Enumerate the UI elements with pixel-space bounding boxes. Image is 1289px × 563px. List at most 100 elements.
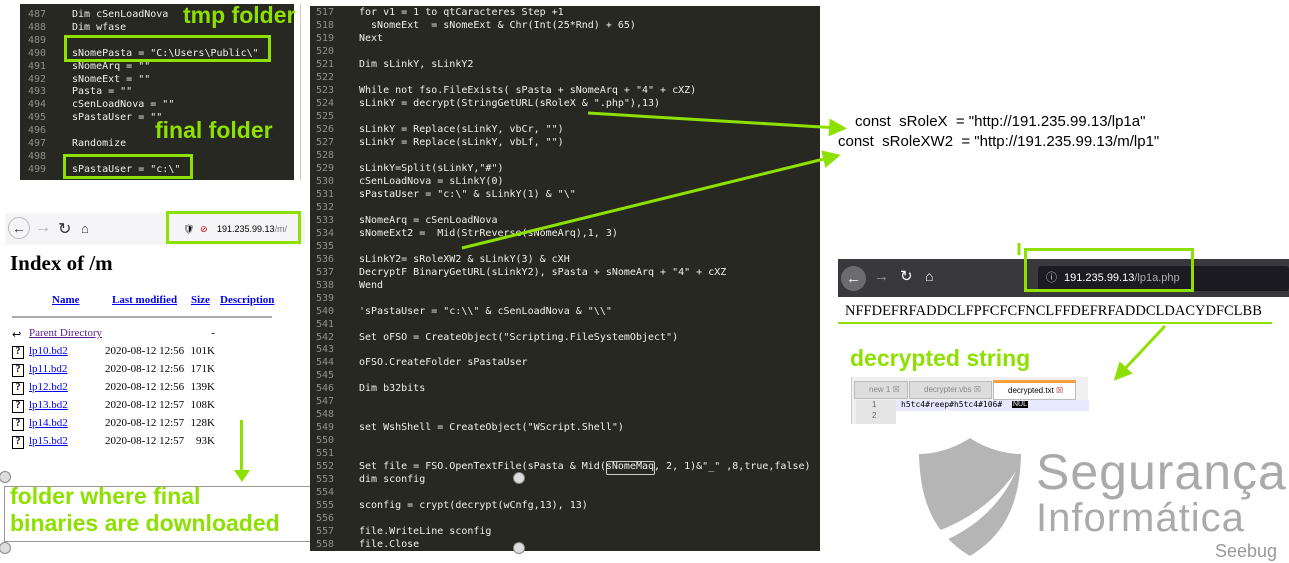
- code-text: Pasta = "": [72, 86, 133, 98]
- notepad-text-area[interactable]: 1 2 h5tc4#reep#h5tc4#106# NUL: [856, 400, 1089, 424]
- file-modified: 2020-08-12 12:57: [105, 417, 185, 429]
- line-number: 557: [316, 526, 335, 538]
- code-text: sPastaUser = "": [72, 112, 163, 124]
- notepad-window: new 1 ☒ decrypter.vbs ☒ decrypted.txt ☒ …: [851, 377, 1089, 424]
- code-line: 547: [310, 395, 820, 408]
- column-last-modified[interactable]: Last modified: [112, 294, 178, 306]
- home-icon[interactable]: ⌂: [925, 268, 934, 284]
- line-number: 531: [316, 188, 335, 200]
- resize-handle[interactable]: [513, 542, 525, 554]
- code-text: 'sPastaUser = "c:\\" & cSenLoadNova & "\…: [359, 305, 612, 317]
- close-icon[interactable]: ☒: [892, 385, 900, 394]
- line-number: 493: [28, 86, 47, 98]
- line-number: 523: [316, 84, 335, 96]
- code-line: 541: [310, 318, 820, 331]
- unknown-file-icon: ?: [12, 364, 24, 377]
- code-text: Dim wfase: [72, 21, 127, 33]
- home-icon[interactable]: ⌂: [81, 221, 89, 236]
- final-folder-label: final folder: [155, 117, 273, 143]
- tab-decrypter-vbs[interactable]: decrypter.vbs ☒: [909, 381, 992, 399]
- file-link[interactable]: lp12.bd2: [29, 381, 68, 393]
- highlight-snomemaq: [606, 461, 655, 475]
- file-link[interactable]: lp14.bd2: [29, 417, 68, 429]
- browser-toolbar: ← → ↻ ⌂ 🛡 ⊘ 191.235.99.13/m/: [5, 213, 305, 245]
- tab-new-1[interactable]: new 1 ☒: [854, 381, 908, 399]
- file-link[interactable]: lp10.bd2: [29, 345, 68, 357]
- reload-icon[interactable]: ↻: [58, 221, 72, 238]
- code-line: 488 Dim wfase: [20, 21, 294, 34]
- file-size: 171K: [190, 363, 215, 375]
- file-size: 101K: [190, 345, 215, 357]
- line-number: 496: [28, 125, 47, 137]
- line-number: 545: [316, 370, 335, 382]
- resize-handle[interactable]: [513, 472, 525, 484]
- arrow-srolex: [587, 111, 847, 137]
- code-line: 498: [20, 150, 294, 163]
- line-number: 536: [316, 253, 335, 265]
- code-line: 522: [310, 71, 820, 84]
- column-description[interactable]: Description: [220, 294, 275, 306]
- arrow-down-shaft: [240, 420, 243, 475]
- forward-icon[interactable]: →: [35, 219, 51, 236]
- code-text: sNomePasta = "C:\Users\Public\": [72, 47, 259, 59]
- url-bar[interactable]: ⓘ 191.235.99.13/lp1a.php: [1038, 266, 1289, 291]
- tab-decrypted-txt[interactable]: decrypted.txt ☒: [993, 380, 1076, 400]
- line-number: 547: [316, 396, 335, 408]
- file-link[interactable]: lp15.bd2: [29, 435, 68, 447]
- code-text: set WshShell = CreateObject("WScript.She…: [359, 422, 624, 434]
- column-name[interactable]: Name: [52, 294, 80, 306]
- line-number: 519: [316, 32, 335, 44]
- code-line: 528: [310, 149, 820, 162]
- shield-logo-icon: [919, 438, 1021, 556]
- watermark: Seebug: [1215, 541, 1278, 561]
- line-number: 489: [28, 34, 47, 46]
- forward-icon[interactable]: →: [874, 268, 889, 285]
- line-number: 528: [316, 149, 335, 161]
- line-number: 524: [316, 97, 335, 109]
- url-bar[interactable]: 🛡 ⊘ 191.235.99.13/m/: [175, 219, 300, 239]
- line-number: 488: [28, 21, 47, 33]
- column-size[interactable]: Size: [191, 294, 210, 306]
- line-number: 1: [872, 400, 877, 409]
- file-link[interactable]: lp11.bd2: [29, 363, 68, 375]
- resize-handle[interactable]: [0, 542, 11, 554]
- parent-directory-row: ↩ Parent Directory -: [12, 327, 232, 343]
- code-text: file.WriteLine sconfig: [359, 526, 492, 538]
- reload-icon[interactable]: ↻: [900, 268, 913, 285]
- tab-label: decrypted.txt: [1008, 386, 1054, 395]
- arrow-decrypted: [1113, 324, 1167, 381]
- line-number: 494: [28, 99, 47, 111]
- line-number: 539: [316, 292, 335, 304]
- close-icon[interactable]: ☒: [973, 385, 981, 394]
- line-number: 556: [316, 513, 335, 525]
- code-text: sLinkY=Split(sLinkY,"#"): [359, 162, 504, 174]
- highlight-url: [1024, 248, 1194, 292]
- back-icon[interactable]: ←: [8, 217, 30, 239]
- resize-handle[interactable]: [0, 471, 11, 483]
- file-modified: 2020-08-12 12:57: [105, 399, 185, 411]
- close-icon[interactable]: ☒: [1056, 386, 1064, 395]
- code-line: 548: [310, 408, 820, 421]
- const-srolex: const sRoleX = "http://191.235.99.13/lp1…: [855, 113, 1146, 130]
- file-link[interactable]: lp13.bd2: [29, 399, 68, 411]
- line-number: 534: [316, 227, 335, 239]
- back-icon[interactable]: ←: [841, 266, 866, 291]
- unknown-file-icon: ?: [12, 436, 24, 449]
- code-line: 535: [310, 240, 820, 253]
- line-number: 544: [316, 357, 335, 369]
- line-number: 526: [316, 123, 335, 135]
- download-folder-label-1: folder where final: [10, 483, 201, 509]
- parent-directory-link[interactable]: Parent Directory: [29, 327, 102, 339]
